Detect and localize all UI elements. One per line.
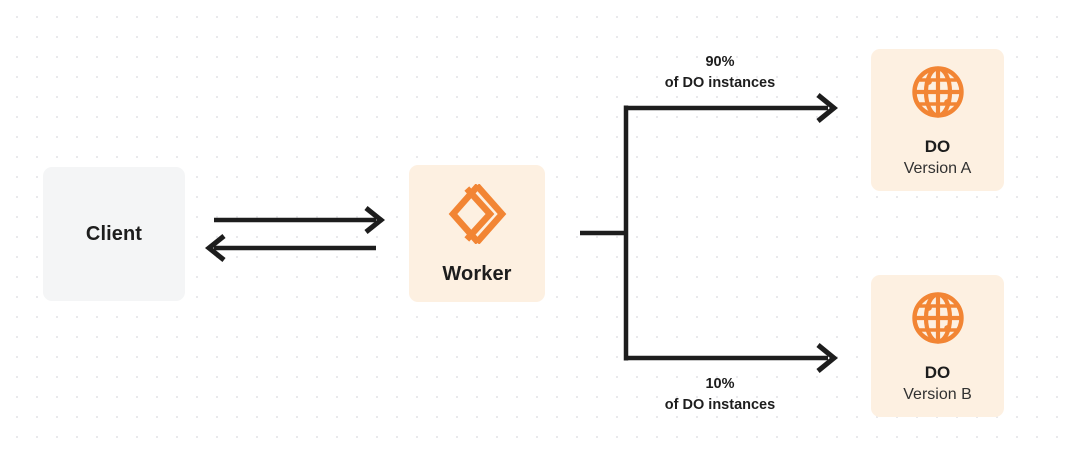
- edge-worker-to-do-a: [624, 93, 838, 123]
- node-client[interactable]: Client: [43, 167, 185, 301]
- node-do-b-subtitle: Version B: [903, 385, 972, 403]
- node-client-title: Client: [85, 222, 143, 245]
- node-worker[interactable]: Worker: [409, 165, 545, 302]
- edge-label-do-a-caption: of DO instances: [664, 75, 776, 92]
- edge-label-do-b-percent: 10%: [705, 376, 735, 392]
- node-do-b-title: DO: [924, 363, 951, 383]
- edge-label-do-a-percent: 90%: [705, 54, 735, 70]
- node-do-version-b[interactable]: DO Version B: [871, 275, 1004, 417]
- edge-label-do-a: 90% of DO instances: [626, 52, 814, 94]
- edge-label-do-b-caption: of DO instances: [664, 397, 776, 414]
- globe-icon: [910, 64, 966, 125]
- node-do-version-a[interactable]: DO Version A: [871, 49, 1004, 191]
- node-do-a-subtitle: Version A: [903, 159, 972, 177]
- edge-worker-to-do-b: [624, 343, 838, 373]
- cloudflare-workers-chevron-icon: [446, 182, 508, 249]
- globe-icon: [910, 290, 966, 351]
- edge-worker-to-client: [204, 234, 376, 262]
- edge-label-do-b: 10% of DO instances: [626, 374, 814, 416]
- edge-client-to-worker: [214, 206, 386, 234]
- node-worker-title: Worker: [442, 262, 512, 285]
- node-do-a-title: DO: [924, 137, 951, 157]
